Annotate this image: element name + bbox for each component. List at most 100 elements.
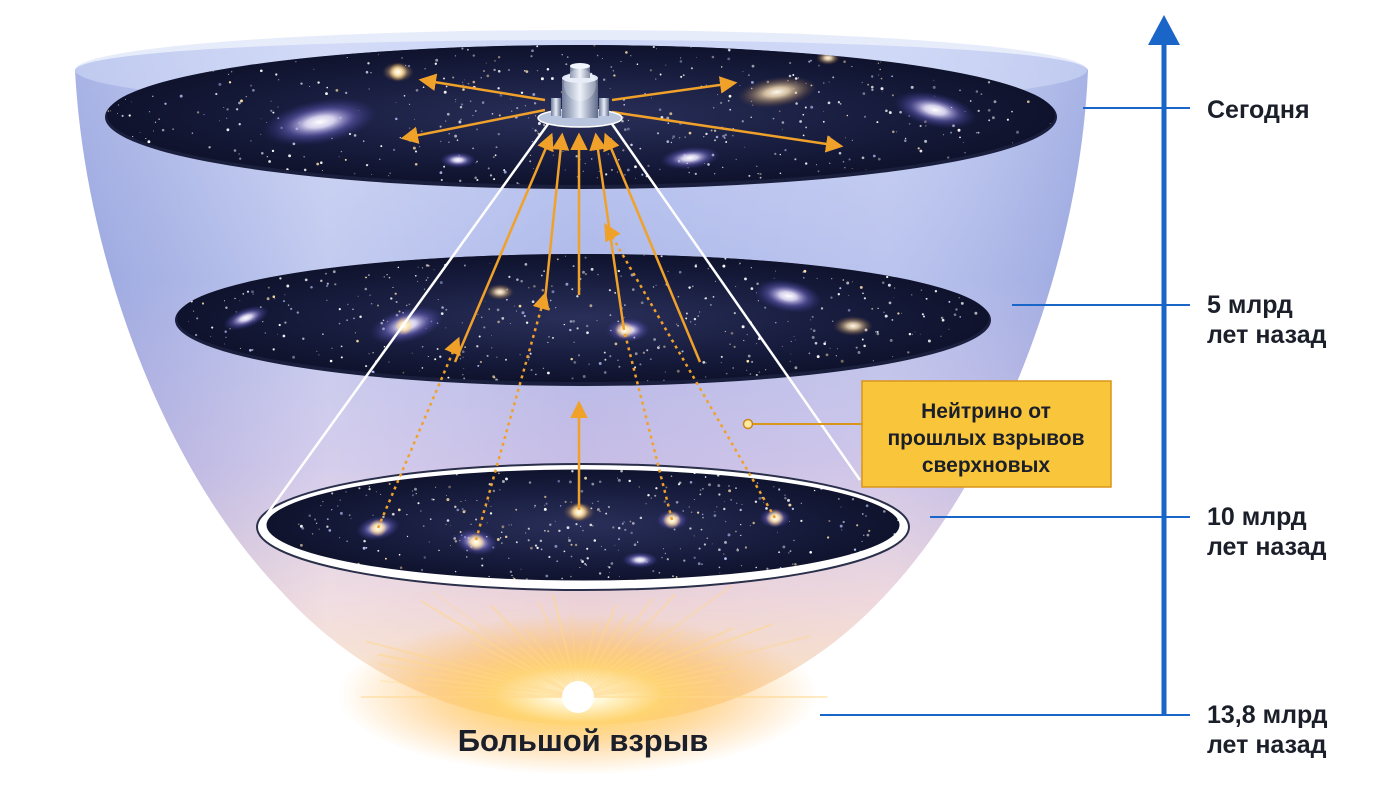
- star: [226, 128, 230, 132]
- star: [582, 270, 585, 274]
- star: [425, 279, 427, 281]
- star: [714, 511, 716, 513]
- star: [420, 510, 422, 512]
- galaxy: [622, 552, 658, 568]
- burst-ray: [552, 593, 579, 698]
- star: [808, 60, 811, 63]
- star: [584, 476, 587, 480]
- star: [480, 316, 483, 319]
- star: [756, 282, 759, 285]
- star: [353, 172, 356, 175]
- star: [634, 352, 638, 356]
- star: [575, 154, 578, 158]
- star: [788, 61, 792, 65]
- star: [447, 376, 450, 379]
- star: [440, 171, 442, 173]
- star: [462, 81, 464, 83]
- star: [765, 507, 768, 510]
- star: [376, 304, 380, 307]
- star: [881, 281, 885, 284]
- star: [388, 482, 391, 485]
- star: [863, 115, 867, 118]
- star: [725, 372, 728, 375]
- star: [500, 531, 503, 534]
- star: [570, 575, 572, 578]
- star: [846, 114, 849, 117]
- star: [543, 504, 546, 506]
- star: [991, 116, 995, 120]
- star: [233, 149, 237, 152]
- star: [227, 73, 230, 76]
- star: [759, 176, 762, 179]
- star: [741, 120, 744, 123]
- star: [322, 501, 324, 503]
- star: [617, 538, 621, 541]
- star: [851, 498, 855, 501]
- star: [607, 153, 609, 155]
- star: [368, 88, 370, 90]
- star: [749, 525, 751, 527]
- burst-ray: [577, 623, 773, 698]
- star: [690, 46, 692, 48]
- star: [789, 360, 791, 363]
- star: [891, 94, 894, 97]
- star: [591, 502, 594, 505]
- star: [658, 108, 662, 112]
- star: [554, 520, 556, 522]
- star: [523, 69, 526, 72]
- star: [521, 311, 525, 315]
- star: [408, 103, 411, 105]
- star: [610, 138, 612, 140]
- star: [828, 146, 831, 149]
- star: [571, 469, 574, 473]
- star: [272, 295, 276, 298]
- star: [993, 100, 997, 104]
- star: [720, 355, 723, 358]
- star: [250, 84, 253, 87]
- star: [172, 128, 174, 131]
- star: [531, 300, 535, 304]
- star: [716, 506, 718, 508]
- star: [445, 85, 448, 88]
- star: [372, 351, 374, 354]
- star: [702, 516, 704, 519]
- star: [694, 323, 696, 326]
- star: [506, 298, 508, 301]
- star: [509, 570, 513, 574]
- star: [454, 134, 458, 138]
- star: [570, 555, 573, 558]
- star: [448, 141, 450, 143]
- star: [977, 131, 980, 134]
- star: [857, 351, 861, 354]
- star: [718, 493, 721, 496]
- star: [231, 71, 233, 73]
- star: [688, 171, 690, 174]
- star: [715, 280, 716, 282]
- star: [733, 345, 736, 349]
- star: [697, 315, 700, 317]
- star: [245, 96, 247, 98]
- star: [518, 183, 520, 185]
- universe-layer-5-billion: [175, 254, 991, 386]
- star: [695, 266, 697, 268]
- star: [446, 495, 448, 496]
- star: [496, 308, 500, 312]
- star: [880, 77, 883, 80]
- star: [161, 128, 165, 132]
- star: [570, 357, 573, 361]
- star: [529, 154, 532, 157]
- burst-ray: [577, 683, 730, 698]
- star: [839, 287, 842, 290]
- star: [593, 539, 597, 542]
- star: [474, 176, 478, 180]
- star: [475, 518, 478, 521]
- star: [549, 299, 552, 302]
- star: [656, 48, 657, 50]
- star: [934, 290, 938, 293]
- star: [545, 502, 548, 505]
- star: [664, 371, 666, 373]
- star: [472, 80, 476, 84]
- star: [957, 128, 961, 132]
- neutrino-path: [474, 291, 550, 541]
- star: [617, 359, 619, 361]
